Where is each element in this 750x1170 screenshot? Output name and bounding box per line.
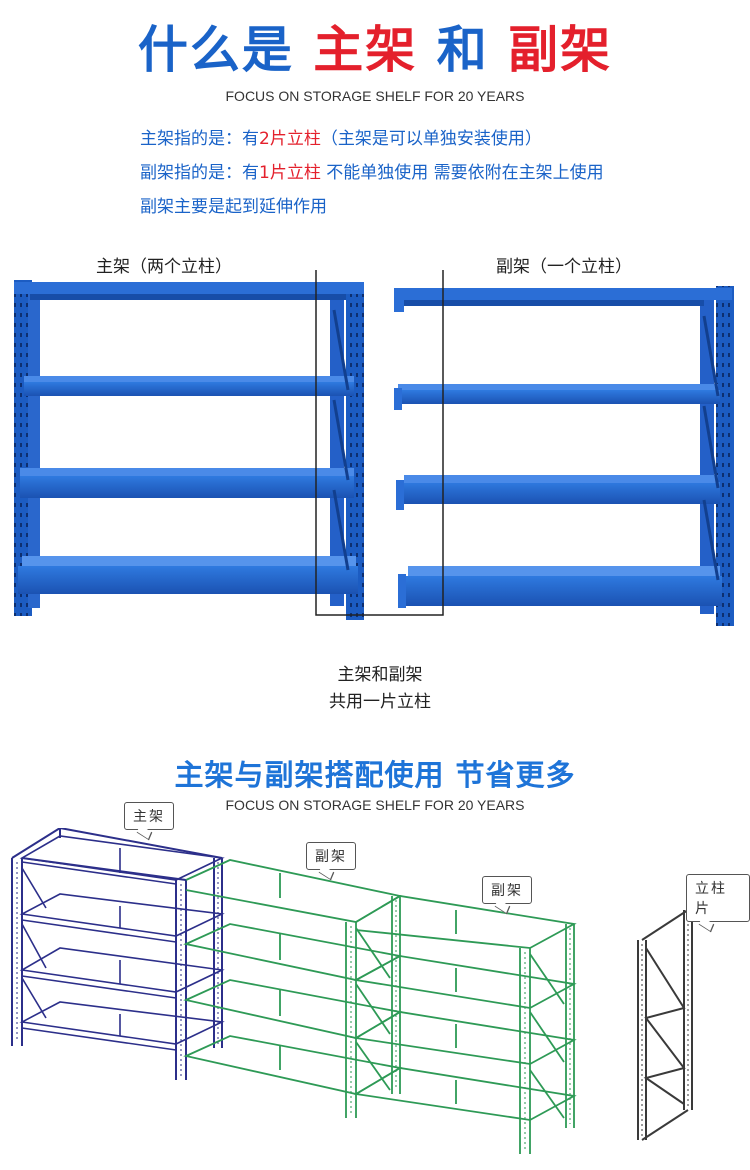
shared-upright-highlight-box xyxy=(315,270,444,616)
main-frame-photo xyxy=(14,280,364,620)
shelf-photo xyxy=(14,270,734,626)
tag-sub-frame-1: 副架 xyxy=(306,842,356,870)
title-main: 主架 xyxy=(313,21,418,79)
header-subtitle: FOCUS ON STORAGE SHELF FOR 20 YEARS xyxy=(225,88,525,104)
section2-title: 主架与副架搭配使用 节省更多 xyxy=(174,758,576,792)
desc-line2: 副架指的是：有1片立柱 不能单独使用 需要依附在主架上使用 xyxy=(140,163,604,183)
desc-line1: 主架指的是：有2片立柱（主架是可以单独安装使用） xyxy=(140,129,542,149)
description: 主架指的是：有2片立柱（主架是可以单独安装使用） 副架指的是：有1片立柱 不能单… xyxy=(140,122,604,224)
title-part1: 什么是 xyxy=(137,21,294,79)
main-frame-caption: 主架（两个立柱） xyxy=(96,257,232,277)
desc-line3: 副架主要是起到延伸作用 xyxy=(140,197,327,217)
section2-subtitle: FOCUS ON STORAGE SHELF FOR 20 YEARS xyxy=(225,797,525,813)
sub-frame-2-drawing xyxy=(353,895,577,1154)
wireframe-diagram xyxy=(11,828,693,1154)
main-frame-drawing xyxy=(11,828,225,1080)
shared-upright-caption: 主架和副架 共用一片立柱 xyxy=(329,665,431,712)
sub-frame-caption: 副架（一个立柱） xyxy=(496,257,632,277)
sub-frame-photo xyxy=(394,286,734,626)
tag-main-frame: 主架 xyxy=(124,802,174,830)
title-sub: 副架 xyxy=(508,21,613,79)
page-title: 什么是 主架 和 副架 xyxy=(0,18,750,82)
tag-upright: 立柱片 xyxy=(686,874,750,922)
title-and: 和 xyxy=(436,21,489,79)
upright-drawing xyxy=(637,909,693,1141)
tag-sub-frame-2: 副架 xyxy=(482,876,532,904)
